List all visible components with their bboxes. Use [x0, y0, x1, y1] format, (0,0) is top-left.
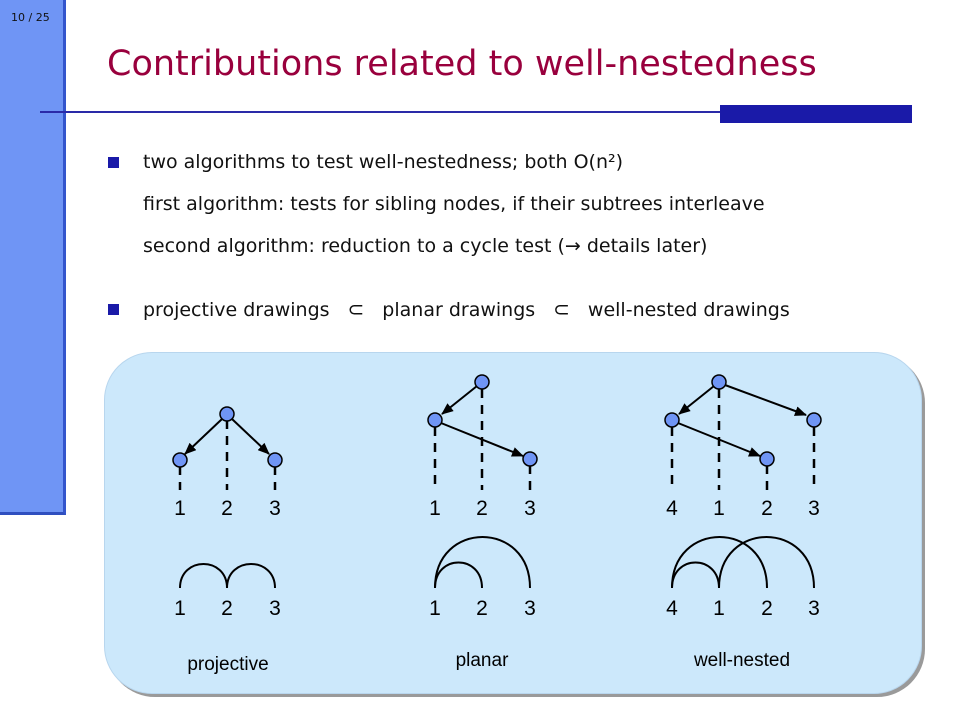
projective-tree: 1 2 3	[172, 406, 283, 520]
tree-node	[522, 451, 538, 467]
dependency-edge	[440, 422, 524, 457]
planar-arcs: 1 2 3	[429, 536, 536, 620]
slide-title: Contributions related to well-nestedness	[107, 44, 817, 84]
arc	[718, 536, 815, 589]
planar-drawings-text: planar drawings	[382, 299, 536, 321]
arc-label: 3	[524, 597, 536, 620]
tree-node	[267, 452, 283, 468]
bullet-marker	[108, 157, 119, 168]
sidebar-bar: 10 / 25	[0, 0, 66, 515]
tree-node	[427, 412, 443, 428]
node-label: 3	[524, 497, 536, 520]
arc-label: 3	[808, 597, 820, 620]
node-label: 2	[221, 497, 233, 520]
projective-drawings-text: projective drawings	[143, 299, 330, 321]
tree-node	[219, 406, 235, 422]
node-label: 4	[666, 497, 678, 520]
tree-node	[759, 451, 775, 467]
arc-label: 3	[269, 597, 281, 620]
node-label: 2	[761, 497, 773, 520]
arc	[434, 561, 483, 589]
page-number: 10 / 25	[11, 11, 50, 24]
node-label: 1	[174, 497, 186, 520]
diagram-caption-projective: projective	[187, 654, 268, 675]
dependency-edge	[678, 385, 715, 415]
tree-node	[664, 412, 680, 428]
arc	[434, 536, 531, 589]
arc-label: 1	[713, 597, 725, 620]
arc-label: 1	[174, 597, 186, 620]
arc	[179, 563, 228, 589]
dependency-edge	[441, 385, 478, 415]
arc-label: 2	[761, 597, 773, 620]
node-label: 3	[269, 497, 281, 520]
subset-symbol: ⊂	[553, 297, 570, 321]
diagram-caption-well-nested: well-nested	[693, 650, 790, 671]
arc	[226, 563, 276, 589]
tree-node	[711, 374, 727, 390]
arc-label: 1	[429, 597, 441, 620]
bullet-2-line: projective drawings ⊂ planar drawings ⊂ well…	[143, 297, 790, 321]
arc-label: 2	[221, 597, 233, 620]
tree-node	[806, 412, 822, 428]
bullet-1-line-1: two algorithms to test well-nestedness; …	[143, 151, 624, 173]
dependency-edge	[231, 418, 270, 455]
tree-node	[172, 452, 188, 468]
node-label: 1	[429, 497, 441, 520]
node-label: 1	[713, 497, 725, 520]
bullet-1-line-3: second algorithm: reduction to a cycle t…	[143, 235, 708, 257]
dependency-edge	[677, 422, 761, 457]
dependency-edge	[724, 384, 807, 416]
arc	[671, 536, 768, 589]
bullet-marker	[108, 304, 119, 315]
title-rule	[40, 111, 720, 113]
bullet-1-line-2: first algorithm: tests for sibling nodes…	[143, 193, 765, 215]
node-label: 3	[808, 497, 820, 520]
dependency-edge	[184, 418, 223, 455]
arc	[671, 561, 720, 589]
subset-symbol: ⊂	[347, 297, 365, 321]
tree-node	[474, 374, 490, 390]
node-label: 2	[476, 497, 488, 520]
well-nested-tree: 4 1 2 3	[664, 374, 822, 520]
well-nested-arcs: 4 1 2 3	[666, 536, 820, 620]
arc-label: 4	[666, 597, 678, 620]
projective-arcs: 1 2 3	[174, 563, 281, 620]
arc-label: 2	[476, 597, 488, 620]
title-rule-block	[720, 105, 912, 123]
diagram-panel	[104, 352, 922, 694]
well-nested-drawings-text: well-nested drawings	[587, 299, 790, 321]
diagram-caption-planar: planar	[456, 650, 509, 671]
planar-tree: 1 2 3	[427, 374, 538, 520]
